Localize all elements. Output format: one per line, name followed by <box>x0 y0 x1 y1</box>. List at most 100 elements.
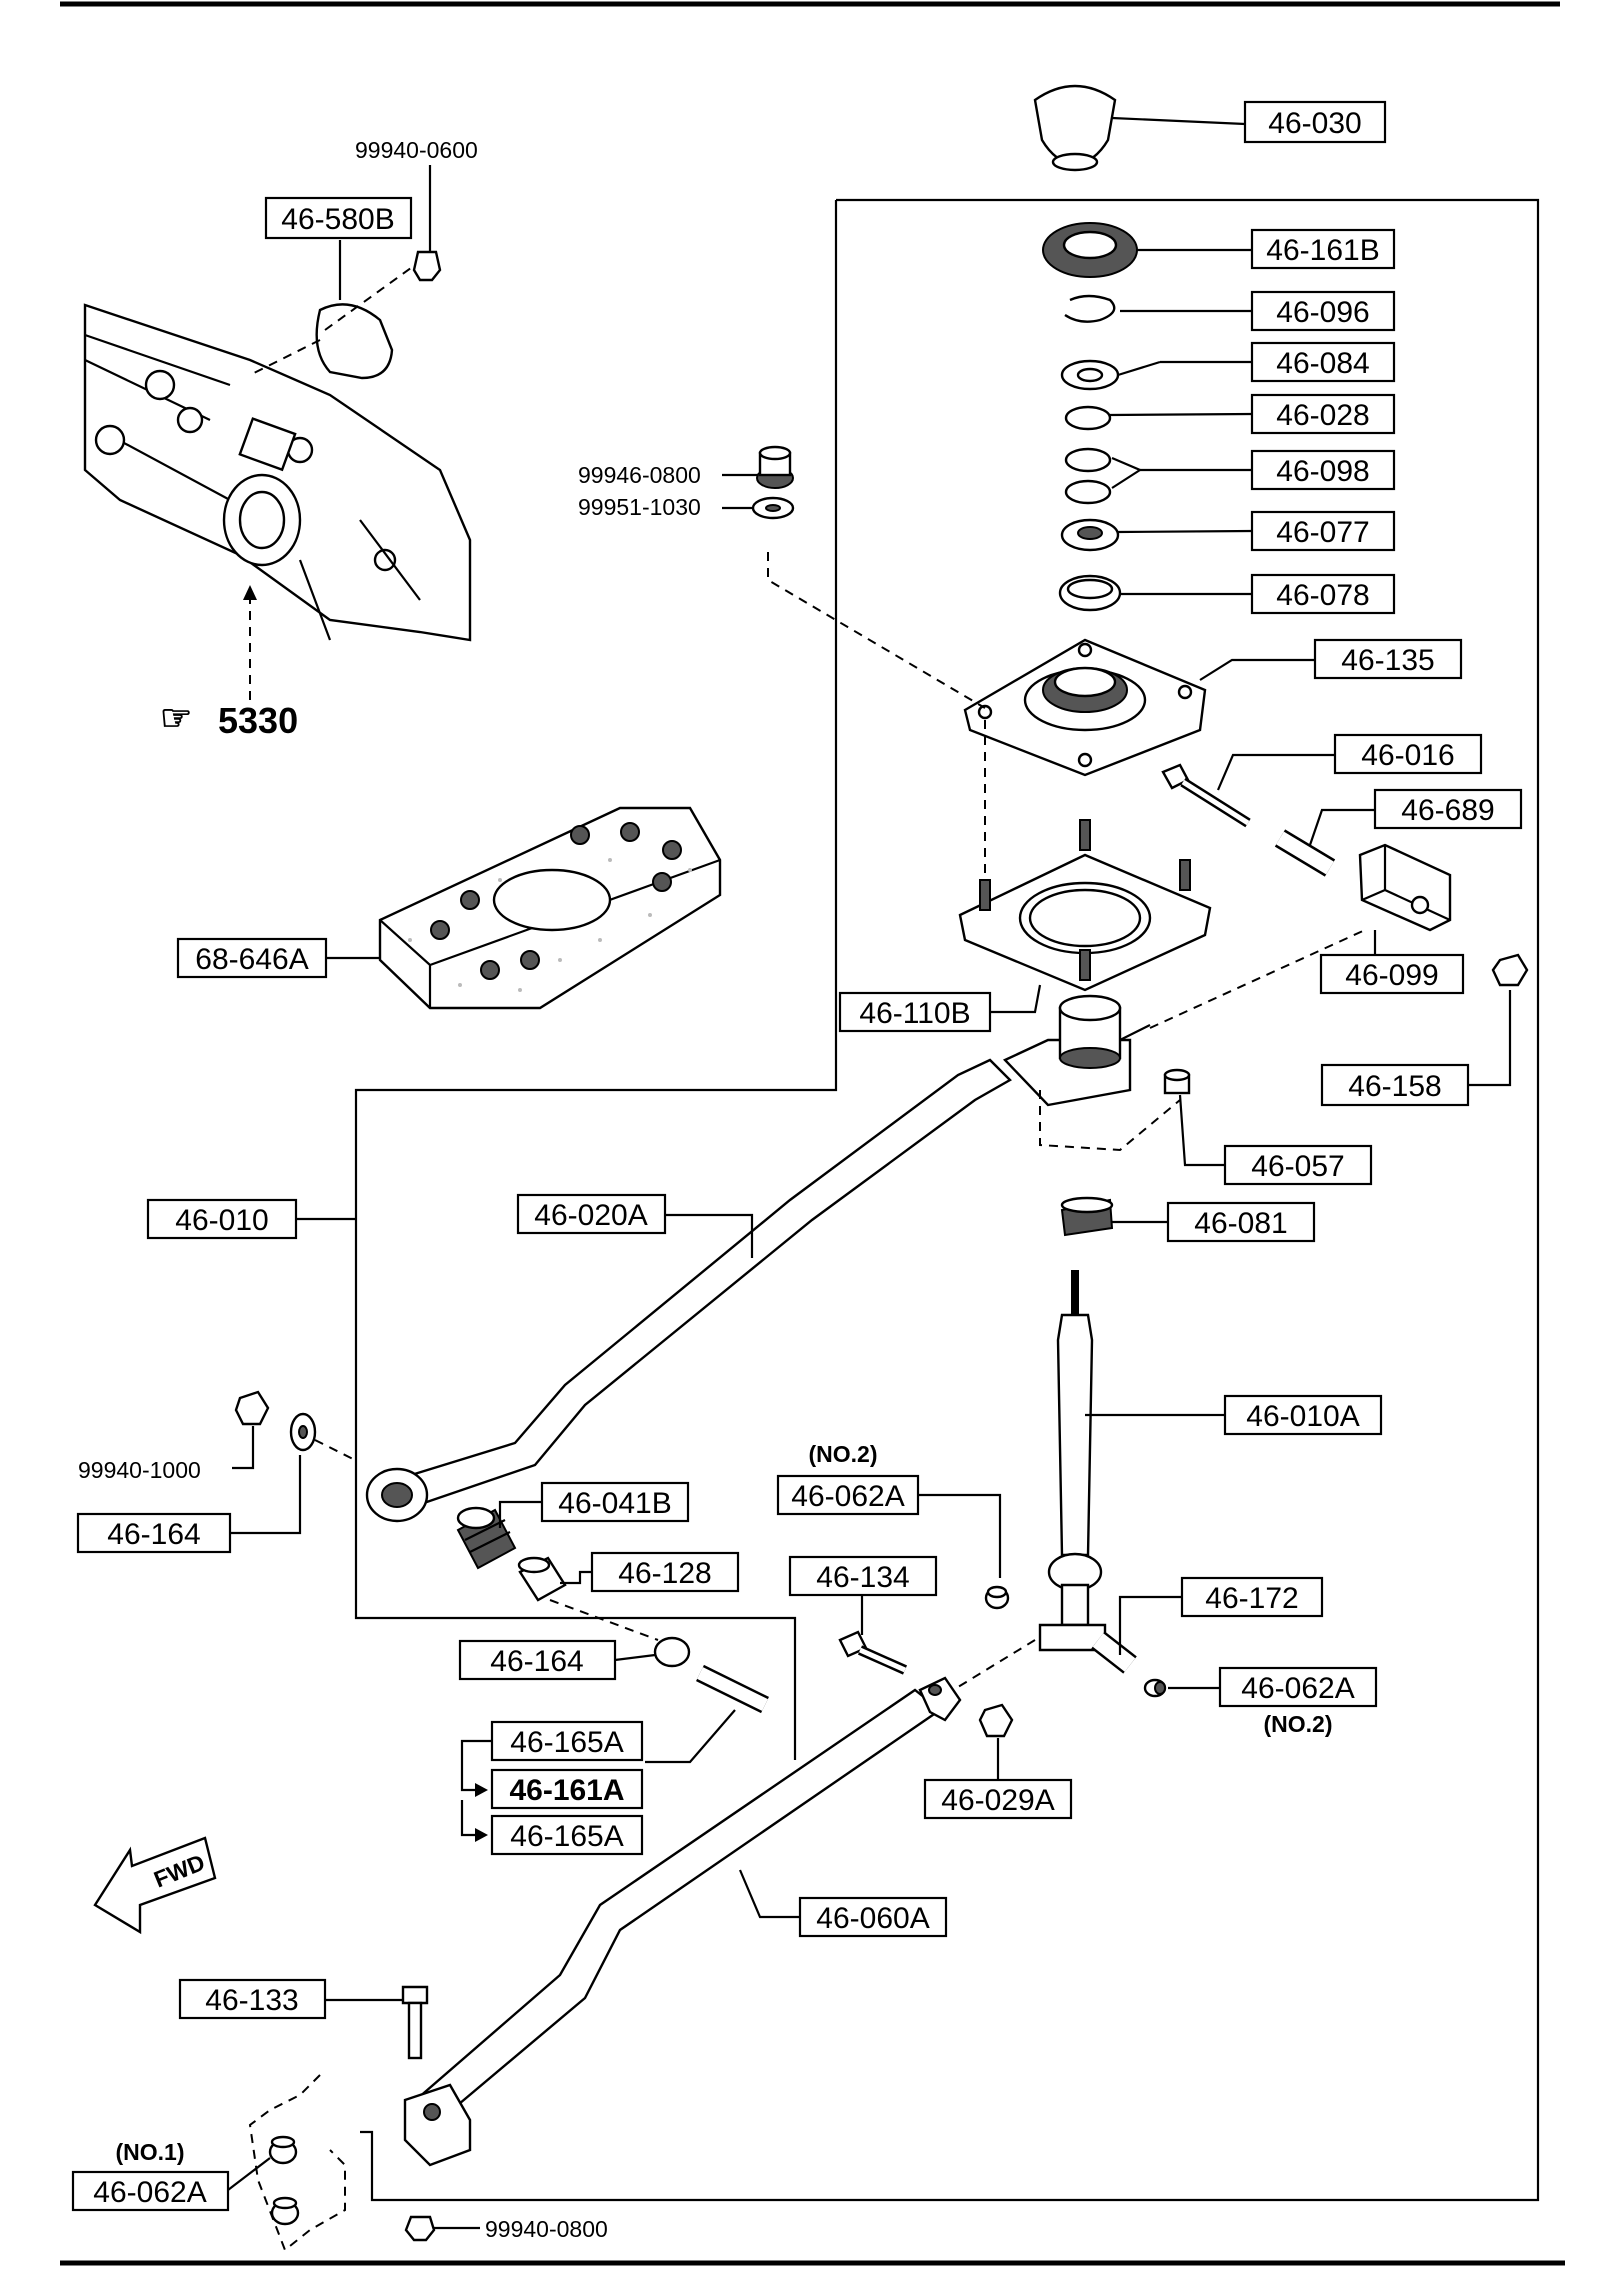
nut-99940-1000 <box>234 1390 270 1426</box>
svg-text:46-010A: 46-010A <box>1246 1400 1359 1433</box>
label-46-134: 46-134 <box>788 1555 938 1597</box>
assembly-outline <box>360 198 1540 2202</box>
label-46-099: 46-099 <box>1319 953 1465 995</box>
clip-46-062A-left <box>268 2135 300 2226</box>
nut-99946-0800 <box>756 445 794 489</box>
svg-text:46-041B: 46-041B <box>558 1487 671 1520</box>
svg-text:68-646A: 68-646A <box>195 943 308 976</box>
svg-text:46-096: 46-096 <box>1276 296 1369 329</box>
washer-46-164-left <box>289 1412 317 1452</box>
label-46-580B: 46-580B <box>264 196 413 240</box>
svg-text:46-020A: 46-020A <box>534 1199 647 1232</box>
svg-text:46-128: 46-128 <box>618 1557 711 1590</box>
label-46-010A: 46-010A <box>1223 1394 1383 1436</box>
label-46-158: 46-158 <box>1320 1063 1470 1107</box>
stud-46-165A <box>696 1664 769 1714</box>
nut-99940-0800 <box>404 2215 436 2242</box>
group-bracket-46-010 <box>354 200 838 1760</box>
label-99951-1030: 99951-1030 <box>578 494 701 520</box>
note-no1-left: (NO.1) <box>116 2139 185 2165</box>
washer-46-084 <box>1060 359 1120 391</box>
svg-text:46-165A: 46-165A <box>510 1820 623 1853</box>
svg-text:46-057: 46-057 <box>1251 1150 1344 1183</box>
svg-text:46-172: 46-172 <box>1205 1582 1298 1615</box>
svg-text:46-062A: 46-062A <box>93 2176 206 2209</box>
label-46-016: 46-016 <box>1333 733 1483 775</box>
label-46-098: 46-098 <box>1250 449 1396 491</box>
rod-46-020A <box>365 1058 1012 1523</box>
svg-text:46-098: 46-098 <box>1276 455 1369 488</box>
washer-99951-1030 <box>751 496 795 520</box>
note-no2-mid: (NO.2) <box>809 1441 878 1467</box>
label-46-041B: 46-041B <box>540 1481 690 1523</box>
label-46-077: 46-077 <box>1250 510 1396 552</box>
label-99940-1000: 99940-1000 <box>78 1457 201 1483</box>
svg-text:46-078: 46-078 <box>1276 579 1369 612</box>
label-46-110B: 46-110B <box>838 991 992 1033</box>
svg-text:46-164: 46-164 <box>490 1645 583 1678</box>
bushing-46-077 <box>1060 518 1120 552</box>
pin-46-172 <box>1091 1631 1137 1674</box>
plug-46-057 <box>1163 1068 1191 1095</box>
pin-46-689 <box>1274 829 1336 877</box>
svg-text:46-029A: 46-029A <box>941 1784 1054 1817</box>
bushing-46-078 <box>1058 574 1122 612</box>
label-46-030: 46-030 <box>1243 100 1387 144</box>
label-99940-0800: 99940-0800 <box>485 2216 608 2242</box>
svg-text:46-077: 46-077 <box>1276 516 1369 549</box>
rod-46-060A <box>403 1676 962 2167</box>
svg-text:46-084: 46-084 <box>1276 347 1369 380</box>
nut-99940-0600 <box>412 250 442 282</box>
svg-text:46-060A: 46-060A <box>816 1902 929 1935</box>
washer-46-164-mid <box>653 1636 691 1668</box>
label-46-165A-top: 46-165A <box>490 1720 644 1762</box>
sleeve-46-128 <box>517 1556 567 1602</box>
block-46-099 <box>1358 843 1452 932</box>
svg-text:46-016: 46-016 <box>1361 739 1454 772</box>
label-46-084: 46-084 <box>1250 341 1396 383</box>
svg-text:46-134: 46-134 <box>816 1561 909 1594</box>
label-46-062A-right: 46-062A <box>1218 1666 1378 1708</box>
label-46-062A-mid: 46-062A <box>776 1474 920 1516</box>
label-46-172: 46-172 <box>1180 1576 1324 1618</box>
svg-text:46-062A: 46-062A <box>1241 1672 1354 1705</box>
label-46-029A: 46-029A <box>923 1778 1073 1820</box>
svg-text:46-110B: 46-110B <box>859 997 970 1030</box>
bushing-46-081 <box>1060 1196 1114 1237</box>
clip-46-062A-mid <box>984 1585 1010 1610</box>
svg-text:46-165A: 46-165A <box>510 1726 623 1759</box>
mount-plate-46-110B <box>958 819 1212 992</box>
label-46-165A-bot: 46-165A <box>490 1814 644 1856</box>
label-99940-0600: 99940-0600 <box>355 137 478 163</box>
svg-text:46-161A: 46-161A <box>509 1774 624 1807</box>
label-46-010: 46-010 <box>146 1198 298 1240</box>
insulator-plate <box>378 806 722 1010</box>
label-46-096: 46-096 <box>1250 290 1396 332</box>
snap-ring-46-096 <box>1064 294 1116 323</box>
bushing-46-041B <box>456 1506 517 1570</box>
label-46-078: 46-078 <box>1250 573 1396 615</box>
label-46-081: 46-081 <box>1166 1201 1316 1243</box>
shifter-socket <box>1002 994 1151 1107</box>
svg-text:46-133: 46-133 <box>205 1984 298 2017</box>
note-no2-right: (NO.2) <box>1264 1711 1333 1737</box>
svg-text:46-099: 46-099 <box>1345 959 1438 992</box>
label-46-164-left: 46-164 <box>76 1512 232 1554</box>
svg-text:46-161B: 46-161B <box>1266 234 1379 267</box>
svg-text:46-158: 46-158 <box>1348 1070 1441 1103</box>
label-46-060A: 46-060A <box>798 1896 948 1938</box>
label-46-128: 46-128 <box>590 1551 740 1593</box>
ref-arrow-head <box>243 585 257 600</box>
nut-46-029A <box>978 1703 1014 1738</box>
svg-text:46-030: 46-030 <box>1268 107 1361 140</box>
label-46-135: 46-135 <box>1313 638 1463 680</box>
svg-text:46-028: 46-028 <box>1276 399 1369 432</box>
label-99946-0800: 99946-0800 <box>578 462 701 488</box>
reference-5330: 5330 <box>218 700 298 741</box>
svg-text:46-580B: 46-580B <box>281 203 394 236</box>
plate-46-135 <box>963 638 1207 777</box>
nut-46-158 <box>1491 953 1529 987</box>
label-46-133: 46-133 <box>178 1978 327 2020</box>
svg-text:46-081: 46-081 <box>1194 1207 1287 1240</box>
